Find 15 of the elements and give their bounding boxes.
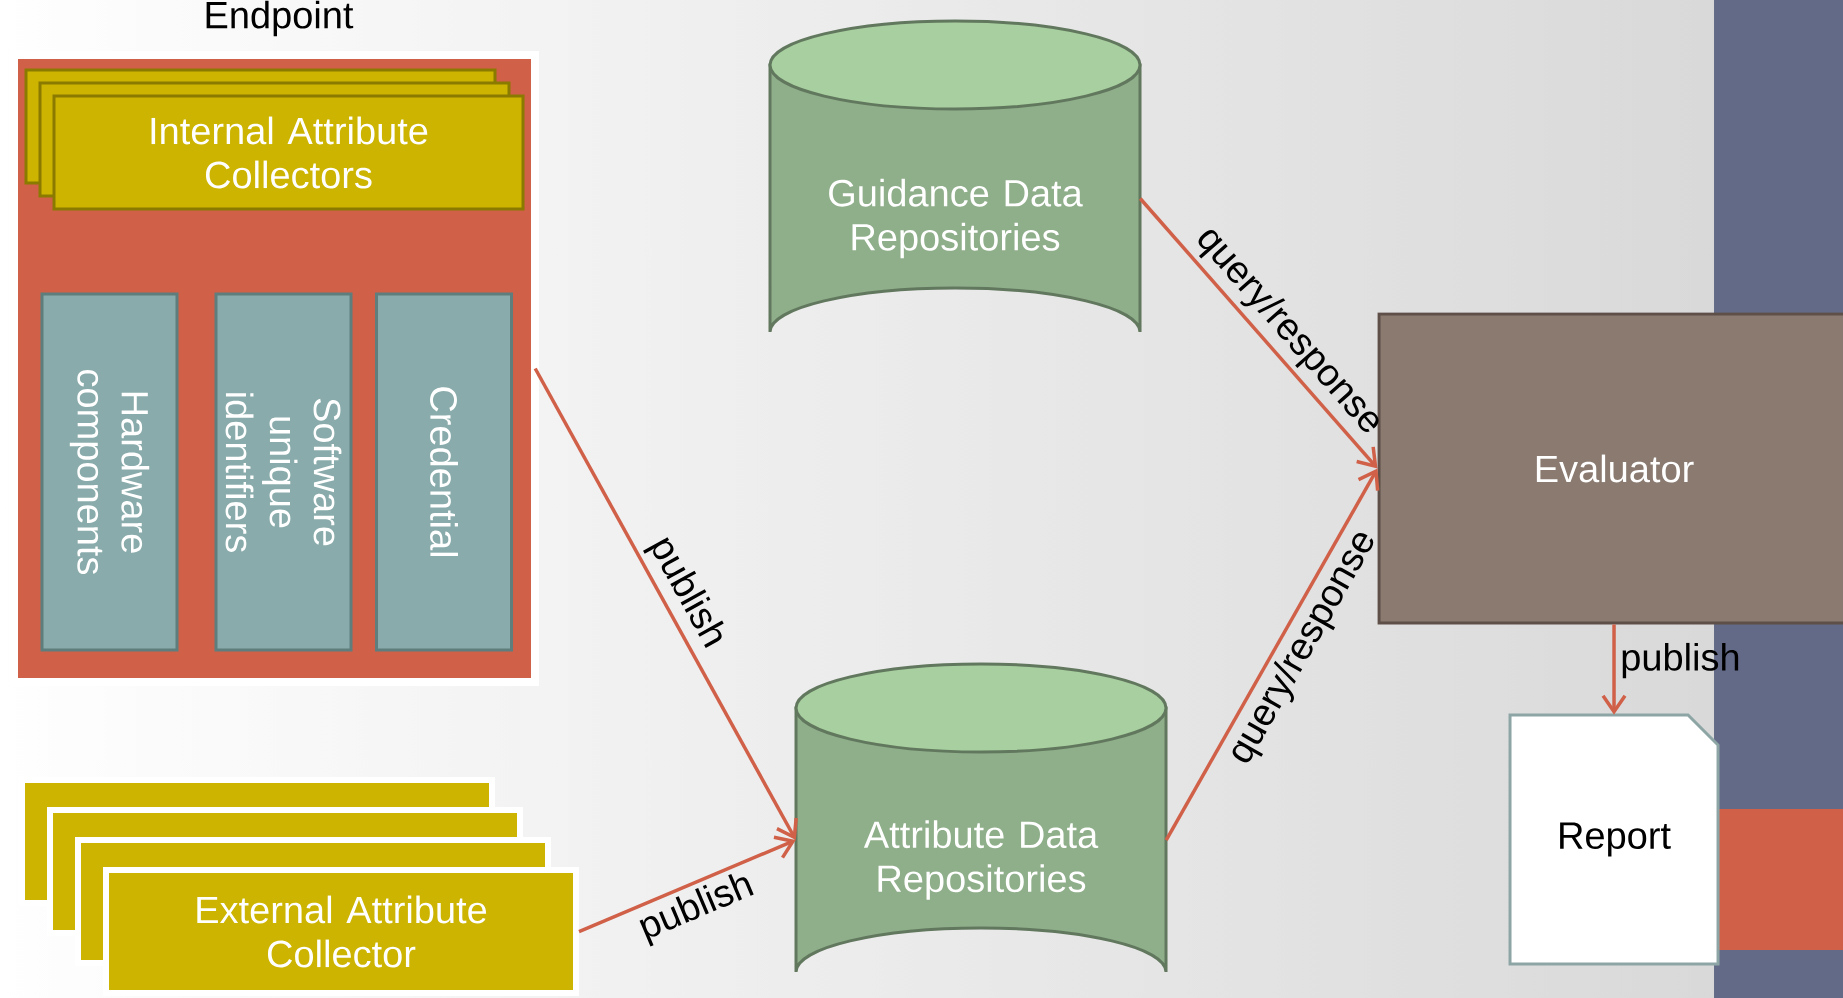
arrow <box>1601 624 1627 715</box>
stacked-boxes: Internal Attribute Collectors <box>24 68 525 211</box>
arrow <box>578 835 796 934</box>
node-label: Endpoint <box>206 0 354 37</box>
node-label: Collector <box>267 939 416 968</box>
component-box: Hardware components <box>40 292 179 652</box>
cylinder: Guidance Data Repositories <box>768 19 1142 334</box>
arrow <box>1138 197 1378 469</box>
cylinder: Attribute Data Repositories <box>794 662 1168 974</box>
component-box: Credential <box>375 292 513 652</box>
arrow <box>1164 468 1380 841</box>
arrow <box>533 367 798 840</box>
stacked-boxes: External Attribute Collector <box>19 777 579 996</box>
edge-label: publish <box>1622 642 1739 679</box>
component-box: Software unique identifiers <box>214 292 353 652</box>
